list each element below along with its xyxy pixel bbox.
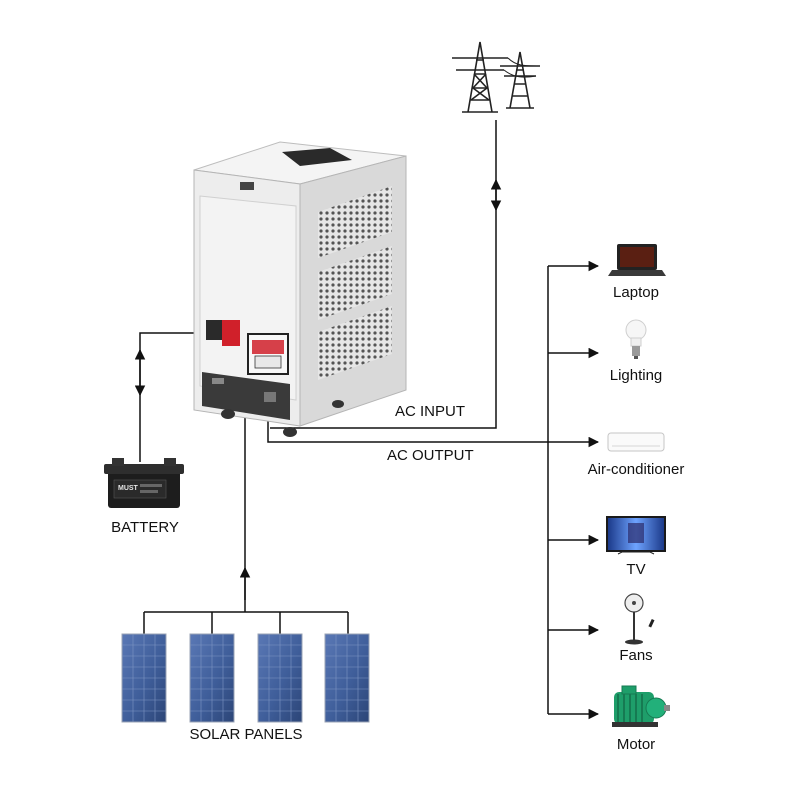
load-label-air-conditioner: Air-conditioner [587, 461, 685, 478]
inverter-cabinet [193, 141, 407, 437]
solar-panel-icon [189, 633, 235, 723]
solar-panel-icon [257, 633, 303, 723]
solar-combiner [143, 611, 349, 634]
load-label-motor: Motor [616, 736, 656, 753]
positive-terminal [222, 320, 240, 346]
battery-line [139, 332, 206, 462]
ac-input-line [270, 120, 497, 429]
tv-icon [606, 516, 666, 555]
solar-panels [121, 633, 370, 723]
solar-panel-icon [324, 633, 370, 723]
motor-icon [612, 685, 670, 727]
air-conditioner-icon [607, 432, 665, 452]
load-label-lighting: Lighting [609, 367, 663, 384]
power-tower-icon [452, 41, 541, 113]
solar-panel-icon [121, 633, 167, 723]
solar-panels-label: SOLAR PANELS [189, 726, 303, 743]
load-label-fans: Fans [619, 647, 653, 664]
load-label-laptop: Laptop [613, 284, 659, 301]
ac-output-label: AC OUTPUT [387, 447, 474, 464]
battery-brand: MUST [118, 485, 139, 492]
load-label-tv: TV [626, 561, 646, 578]
battery-label: BATTERY [111, 519, 179, 536]
fan-icon [624, 593, 655, 645]
light-bulb-icon [625, 319, 647, 359]
battery-icon: MUST [104, 458, 184, 508]
laptop-icon [608, 244, 666, 276]
ac-input-label: AC INPUT [395, 403, 466, 420]
